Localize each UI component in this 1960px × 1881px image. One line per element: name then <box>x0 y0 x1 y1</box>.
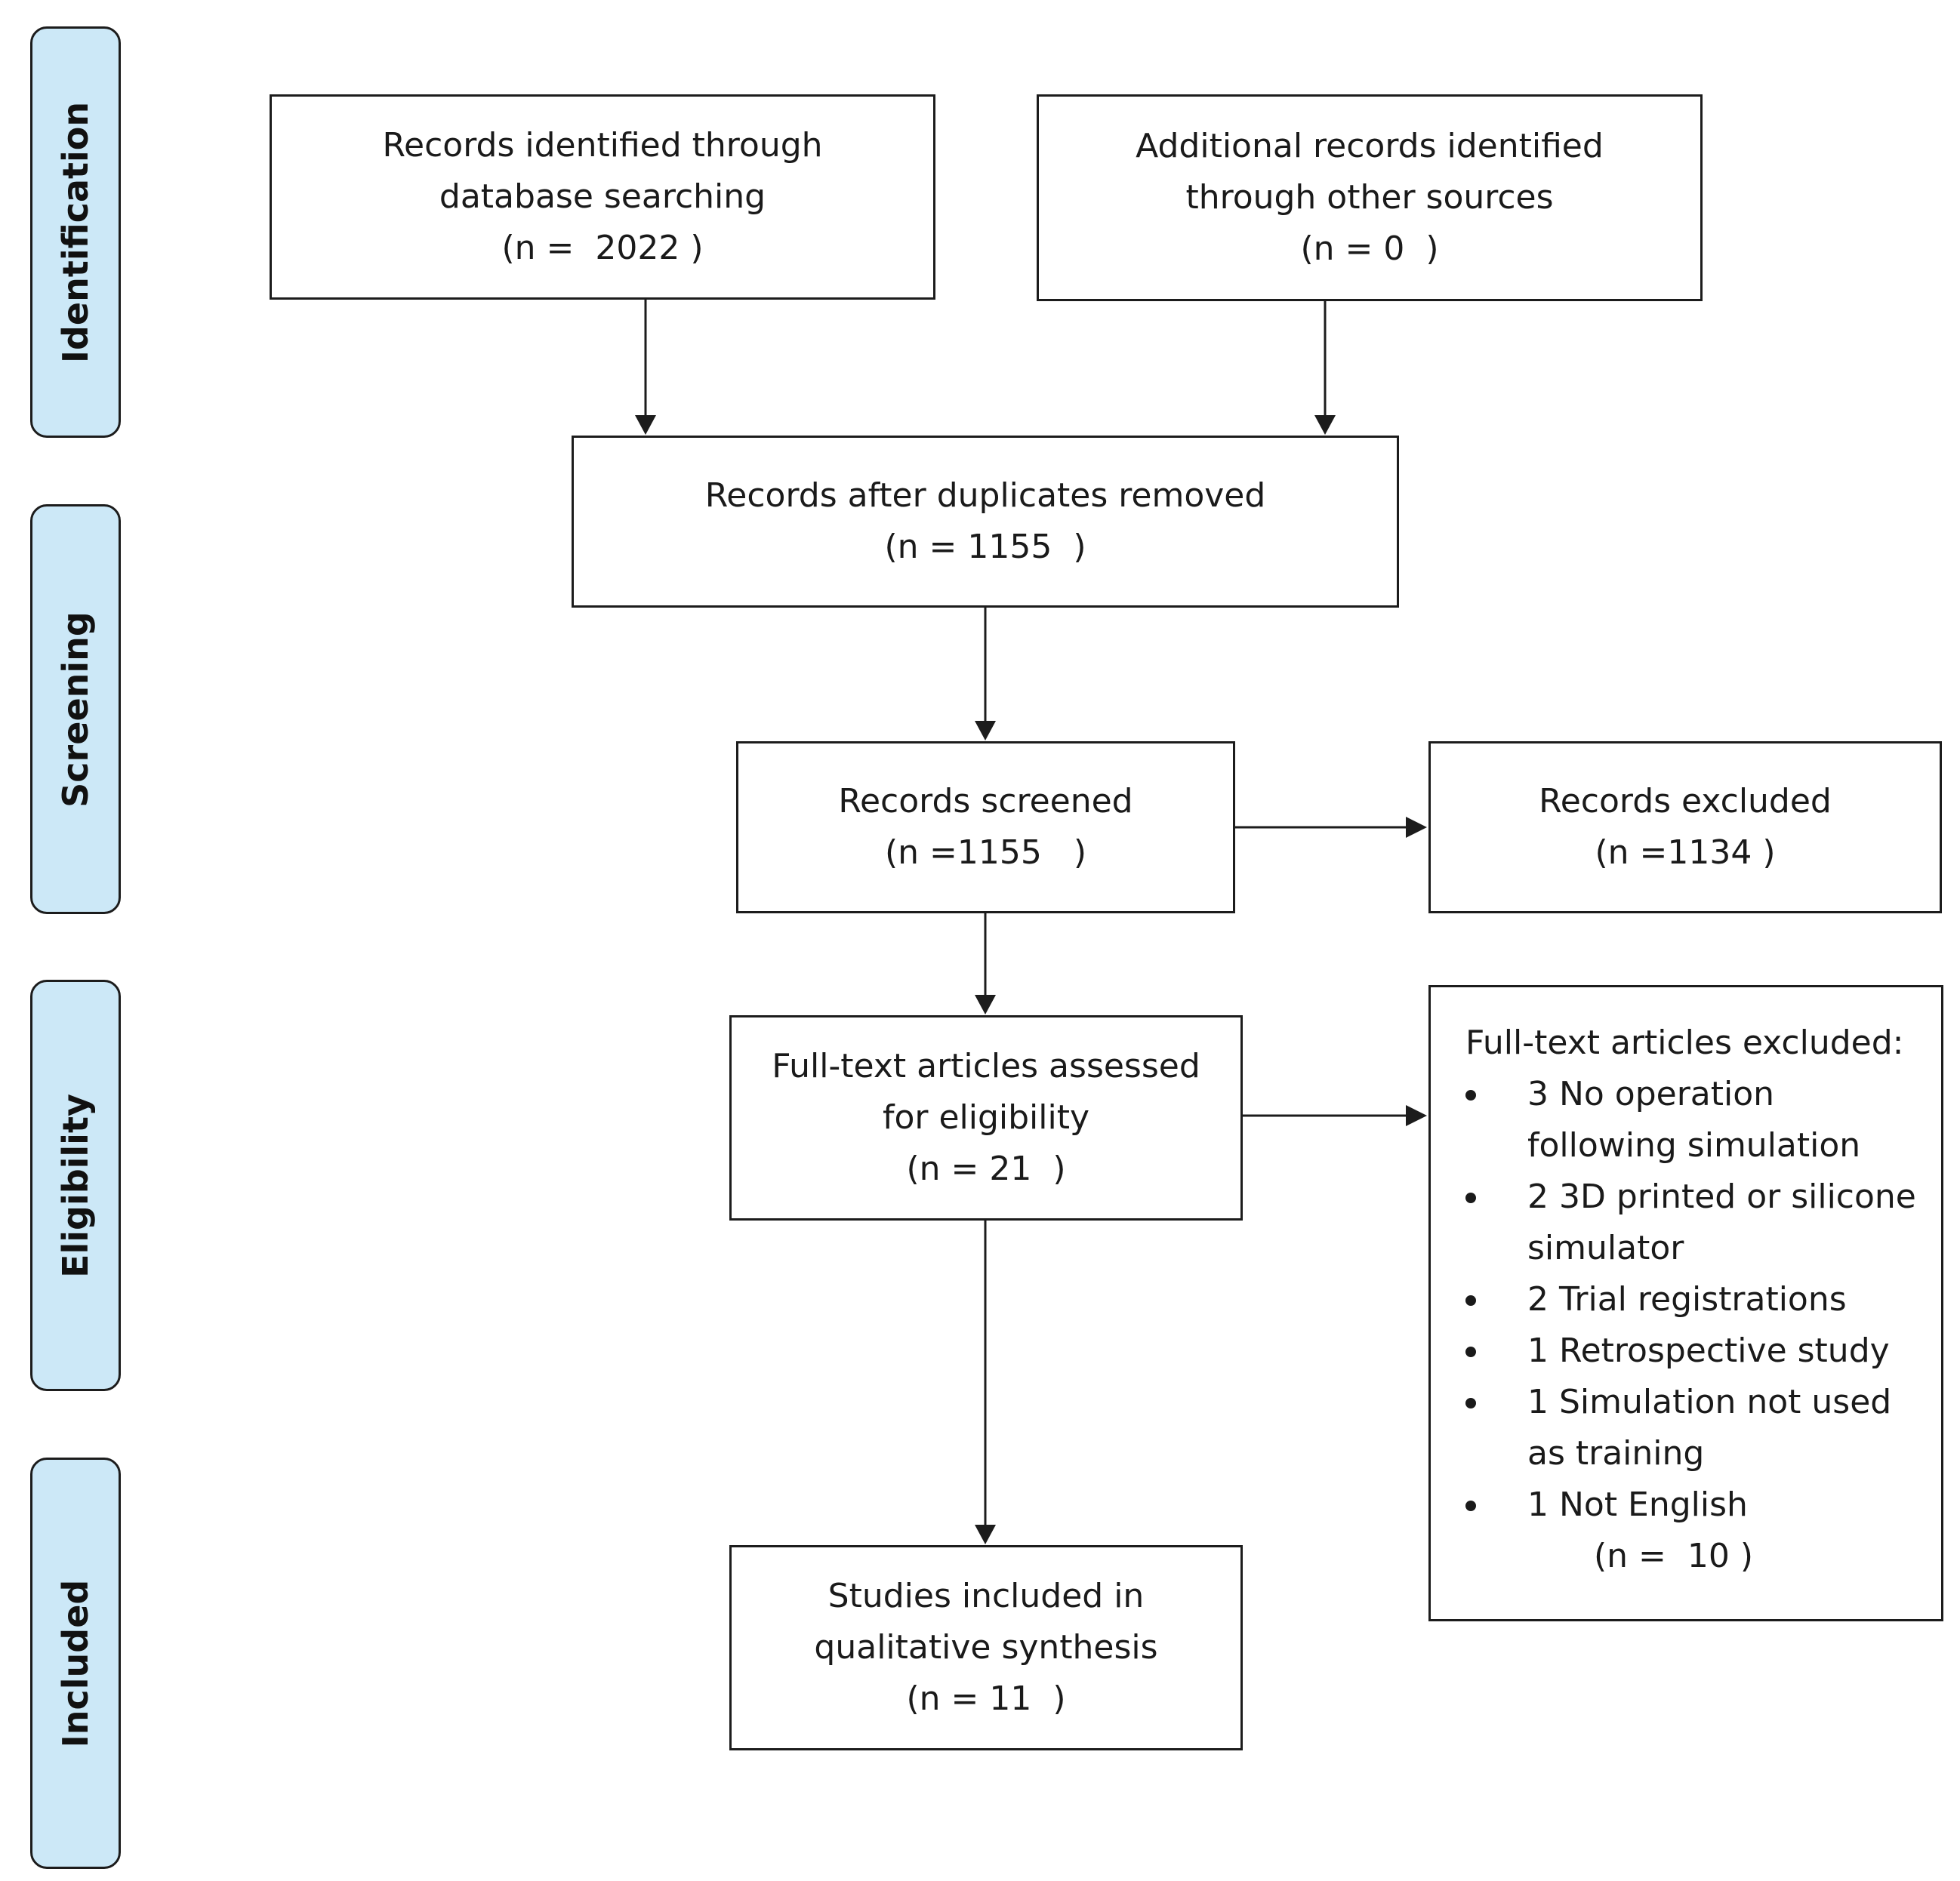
arrowhead <box>1406 1105 1427 1126</box>
arrowhead <box>1406 817 1427 838</box>
box-count: (n = 21 ) <box>906 1150 1066 1188</box>
phase-screening: Screening <box>30 504 121 914</box>
list-item: 1 Retrospective study <box>1465 1325 1920 1377</box>
box-text: for eligibility <box>882 1098 1090 1137</box>
box-count: (n = 2022 ) <box>501 229 704 267</box>
box-records-excluded: Records excluded (n =1134 ) <box>1428 741 1942 913</box>
phase-identification: Identification <box>30 26 121 438</box>
box-included-studies: Studies included in qualitative synthesi… <box>729 1545 1243 1750</box>
arrowhead <box>975 1525 996 1544</box>
box-text: database searching <box>439 177 766 216</box>
box-text: Records after duplicates removed <box>704 476 1266 515</box>
exclusion-reasons-list: 3 No operation following simulation 2 3D… <box>1465 1069 1920 1531</box>
box-count: (n =1134 ) <box>1595 833 1776 872</box>
box-text: Records screened <box>838 782 1133 820</box>
box-count: (n =1155 ) <box>884 833 1086 872</box>
list-item: 1 Not English <box>1465 1479 1920 1531</box>
arrowhead <box>1314 415 1336 435</box>
box-other-sources: Additional records identified through ot… <box>1037 94 1703 301</box>
box-database-records: Records identified through database sear… <box>270 94 935 300</box>
box-count: (n = 1155 ) <box>884 528 1086 566</box>
box-count: (n = 0 ) <box>1300 229 1439 268</box>
list-item: 2 3D printed or silicone simulator <box>1465 1171 1920 1274</box>
list-item: 2 Trial registrations <box>1465 1274 1920 1325</box>
arrowhead <box>975 995 996 1014</box>
box-text: Records identified through <box>382 126 823 165</box>
box-text: Studies included in <box>827 1577 1145 1615</box>
phase-eligibility: Eligibility <box>30 980 121 1391</box>
box-count: (n = 10 ) <box>1594 1537 1754 1575</box>
list-item: 3 No operation following simulation <box>1465 1069 1920 1171</box>
box-duplicates-removed: Records after duplicates removed (n = 11… <box>572 436 1399 608</box>
box-text: Records excluded <box>1539 782 1832 820</box>
list-item: 1 Simulation not used as training <box>1465 1377 1920 1479</box>
box-fulltext-assessed: Full-text articles assessed for eligibil… <box>729 1015 1243 1221</box>
phase-included: Included <box>30 1458 121 1869</box>
box-text: Additional records identified <box>1136 127 1604 165</box>
box-text: through other sources <box>1185 178 1554 217</box>
box-text: qualitative synthesis <box>814 1628 1158 1667</box>
box-records-screened: Records screened (n =1155 ) <box>736 741 1235 913</box>
box-count: (n = 11 ) <box>906 1679 1066 1718</box>
exclusion-title: Full-text articles excluded: <box>1465 1024 1904 1062</box>
box-fulltext-excluded: Full-text articles excluded: 3 No operat… <box>1428 985 1943 1621</box>
arrowhead <box>975 721 996 740</box>
box-text: Full-text articles assessed <box>772 1047 1200 1085</box>
arrowhead <box>635 415 656 435</box>
